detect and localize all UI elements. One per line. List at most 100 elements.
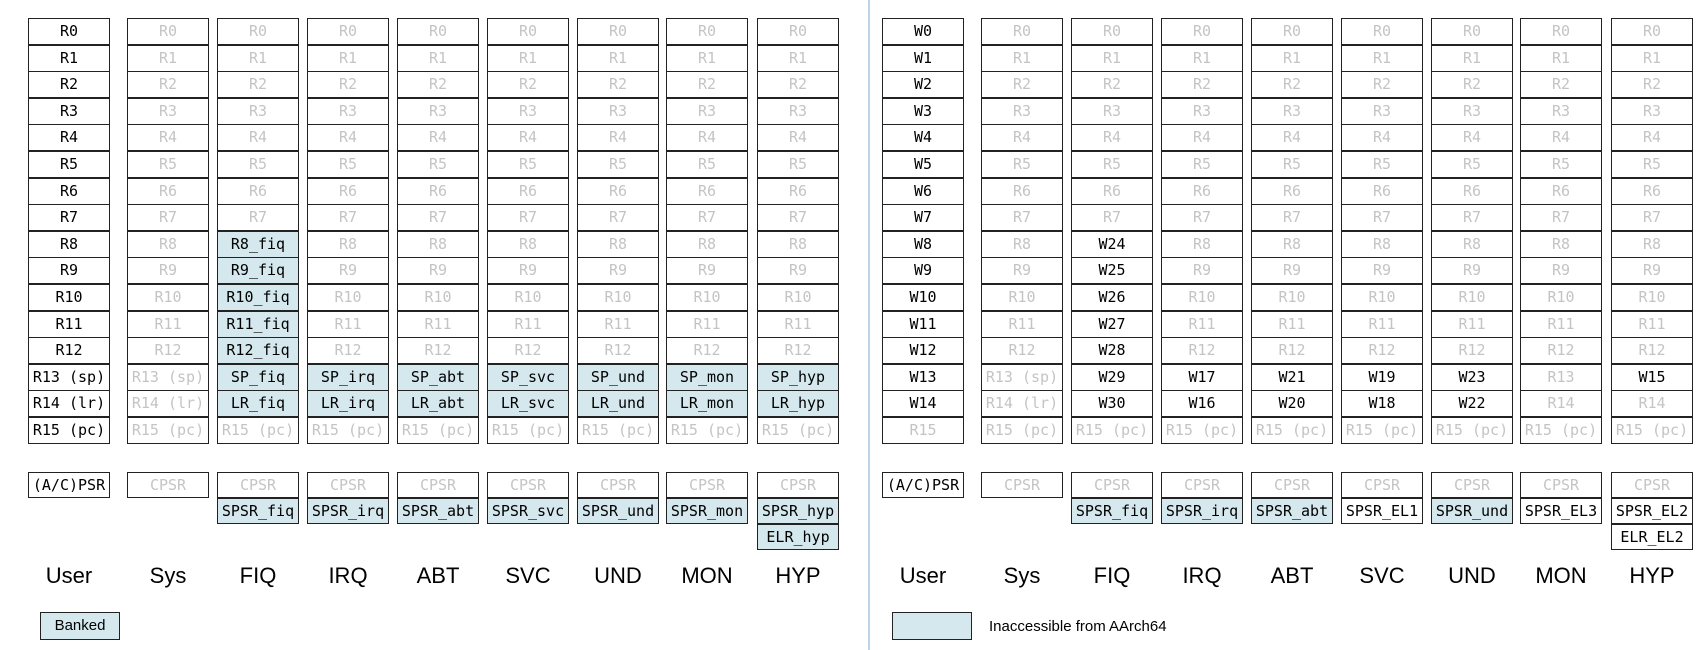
register-cell-svc-r2: R2 [487,71,569,99]
register-cell-mon-r13: R13 [1520,363,1602,391]
register-cell-user-r5: R5 [28,151,110,178]
register-cell-sys-r0: R0 [981,18,1063,45]
register-cell-und-r0: R0 [577,18,659,45]
register-cell-und-r15-pc: R15 (pc) [1431,417,1513,444]
register-cell-abt-r15-pc: R15 (pc) [397,417,479,444]
register-cell-abt-r2: R2 [1251,71,1333,99]
register-cell-hyp-r4: R4 [1611,124,1693,152]
register-cell-svc-r0: R0 [1341,18,1423,45]
register-cell-mon-r10: R10 [1520,284,1602,311]
register-cell-user-w10: W10 [882,284,964,311]
psr-cell-fiq-spsr-fiq: SPSR_fiq [1071,498,1153,524]
psr-cell-mon-cpsr: CPSR [666,472,748,498]
psr-cell-hyp-spsr-el2: SPSR_EL2 [1611,498,1693,524]
register-cell-svc-r6: R6 [1341,177,1423,205]
register-cell-mon-r8: R8 [666,230,748,258]
psr-cell-irq-spsr-irq: SPSR_irq [1161,498,1243,524]
mode-label-mon: MON [1535,563,1587,588]
register-cell-svc-r10: R10 [487,284,569,311]
register-cell-irq-r1: R1 [1161,44,1243,72]
register-cell-und-lr-und: LR_und [577,390,659,418]
legend-label: Banked [54,617,106,634]
register-cell-mon-r7: R7 [666,204,748,232]
register-cell-sys-r6: R6 [127,177,209,205]
register-cell-sys-r9: R9 [981,257,1063,285]
register-cell-irq-r12: R12 [1161,337,1243,365]
register-cell-user-w3: W3 [882,97,964,125]
register-cell-mon-r1: R1 [666,44,748,72]
register-cell-hyp-r14: R14 [1611,390,1693,418]
psr-cell-mon-spsr-el3: SPSR_EL3 [1520,498,1602,524]
register-cell-sys-r7: R7 [127,204,209,232]
register-cell-sys-r13-sp: R13 (sp) [981,363,1063,391]
register-cell-mon-r10: R10 [666,284,748,311]
register-cell-und-r12: R12 [1431,337,1513,365]
register-cell-und-r3: R3 [577,97,659,125]
register-cell-user-r7: R7 [28,204,110,232]
register-cell-irq-w16: W16 [1161,390,1243,418]
register-cell-und-r2: R2 [1431,71,1513,99]
register-cell-abt-r5: R5 [1251,151,1333,178]
register-cell-svc-r11: R11 [487,310,569,338]
register-cell-hyp-r1: R1 [757,44,839,72]
register-cell-mon-r3: R3 [666,97,748,125]
register-cell-irq-sp-irq: SP_irq [307,363,389,391]
mode-label-abt: ABT [416,563,460,588]
psr-cell-fiq-spsr-fiq: SPSR_fiq [217,498,299,524]
register-cell-fiq-r4: R4 [217,124,299,152]
register-cell-user-r13-sp: R13 (sp) [28,363,110,391]
register-cell-fiq-r7: R7 [1071,204,1153,232]
register-cell-user-r9: R9 [28,257,110,285]
register-cell-hyp-r4: R4 [757,124,839,152]
register-cell-hyp-r7: R7 [757,204,839,232]
register-cell-hyp-r11: R11 [1611,310,1693,338]
register-cell-svc-r8: R8 [1341,230,1423,258]
register-cell-hyp-r5: R5 [757,151,839,178]
register-cell-fiq-w25: W25 [1071,257,1153,285]
register-cell-und-r4: R4 [577,124,659,152]
register-cell-mon-r1: R1 [1520,44,1602,72]
register-cell-irq-r2: R2 [1161,71,1243,99]
register-cell-und-r7: R7 [1431,204,1513,232]
mode-label-sys: Sys [149,563,187,588]
register-cell-irq-r9: R9 [1161,257,1243,285]
register-cell-fiq-w27: W27 [1071,310,1153,338]
register-cell-abt-r4: R4 [397,124,479,152]
register-cell-fiq-r15-pc: R15 (pc) [217,417,299,444]
register-cell-svc-r7: R7 [487,204,569,232]
register-cell-und-r1: R1 [577,44,659,72]
register-cell-sys-r12: R12 [981,337,1063,365]
register-cell-svc-r9: R9 [487,257,569,285]
register-cell-irq-r8: R8 [307,230,389,258]
register-cell-irq-r4: R4 [1161,124,1243,152]
register-cell-hyp-r12: R12 [1611,337,1693,365]
mode-label-user: User [899,563,947,588]
register-cell-mon-r9: R9 [1520,257,1602,285]
register-cell-svc-r9: R9 [1341,257,1423,285]
register-cell-abt-r6: R6 [397,177,479,205]
register-cell-svc-sp-svc: SP_svc [487,363,569,391]
register-cell-abt-sp-abt: SP_abt [397,363,479,391]
register-cell-svc-r1: R1 [487,44,569,72]
mode-label-mon: MON [681,563,733,588]
register-cell-mon-r2: R2 [666,71,748,99]
register-cell-irq-r2: R2 [307,71,389,99]
register-cell-mon-r9: R9 [666,257,748,285]
register-cell-fiq-r1: R1 [1071,44,1153,72]
psr-cell-irq-cpsr: CPSR [1161,472,1243,498]
register-cell-irq-r11: R11 [1161,310,1243,338]
mode-label-fiq: FIQ [239,563,277,588]
register-cell-mon-r8: R8 [1520,230,1602,258]
register-cell-hyp-r15-pc: R15 (pc) [1611,417,1693,444]
register-cell-sys-r13-sp: R13 (sp) [127,363,209,391]
legend-label: Inaccessible from AArch64 [989,618,1167,635]
register-cell-hyp-r1: R1 [1611,44,1693,72]
register-cell-user-w13: W13 [882,363,964,391]
register-cell-sys-r11: R11 [127,310,209,338]
register-cell-sys-r4: R4 [981,124,1063,152]
register-cell-svc-lr-svc: LR_svc [487,390,569,418]
register-cell-sys-r5: R5 [981,151,1063,178]
register-cell-mon-r4: R4 [666,124,748,152]
register-cell-user-r11: R11 [28,310,110,338]
